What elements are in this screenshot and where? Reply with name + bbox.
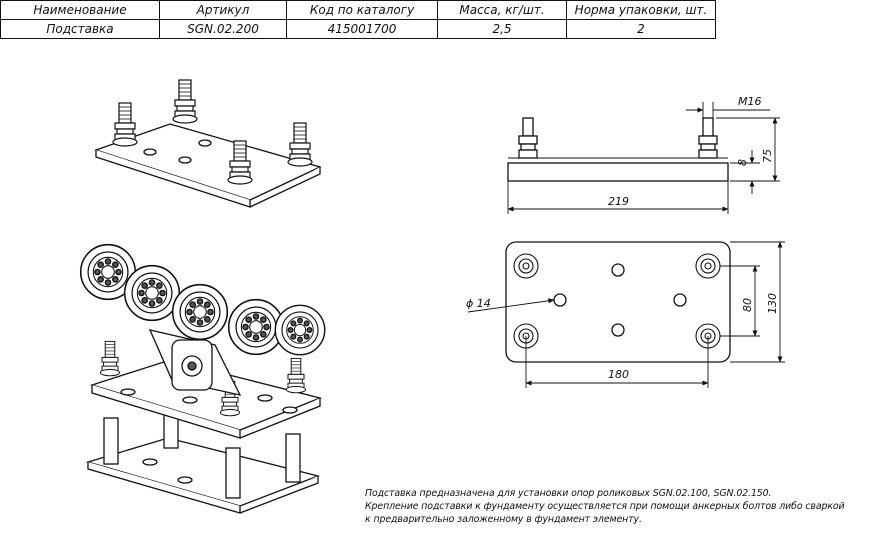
note-line-3: к предварительно заложенному в фундамент… <box>365 514 642 525</box>
dim-m16: M16 <box>738 95 762 108</box>
dim-diameter: ϕ 14 <box>466 297 491 310</box>
note-line-1: Подставка предназначена для установки оп… <box>365 488 772 499</box>
dim-75: 75 <box>761 149 774 163</box>
cell-pack-norm: 2 <box>566 19 716 39</box>
dim-80: 80 <box>741 298 754 312</box>
top-view <box>505 241 731 363</box>
cell-article: SGN.02.200 <box>159 19 287 39</box>
header-pack-norm: Норма упаковки, шт. <box>566 0 716 20</box>
table-header-row: Наименование Артикул Код по каталогу Мас… <box>0 0 716 20</box>
front-view <box>507 117 729 182</box>
cell-catalog-code: 415001700 <box>286 19 438 39</box>
cell-name: Подставка <box>0 19 160 39</box>
dimension-lines <box>467 102 785 388</box>
spec-table: Наименование Артикул Код по каталогу Мас… <box>0 0 716 39</box>
dim-219: 219 <box>608 195 629 208</box>
carriage-isometric-view <box>79 243 326 514</box>
description-note: Подставка предназначена для установки оп… <box>365 487 885 526</box>
dim-130: 130 <box>766 293 779 314</box>
dimension-labels: M16 75 8 219 ϕ 14 80 130 180 <box>466 95 779 381</box>
table-row: Подставка SGN.02.200 415001700 2,5 2 <box>0 19 716 39</box>
dim-8: 8 <box>736 159 749 166</box>
note-line-2: Крепление подставки к фундаменту осущест… <box>365 501 845 512</box>
dim-180: 180 <box>608 368 629 381</box>
stand-isometric-view <box>93 79 322 208</box>
